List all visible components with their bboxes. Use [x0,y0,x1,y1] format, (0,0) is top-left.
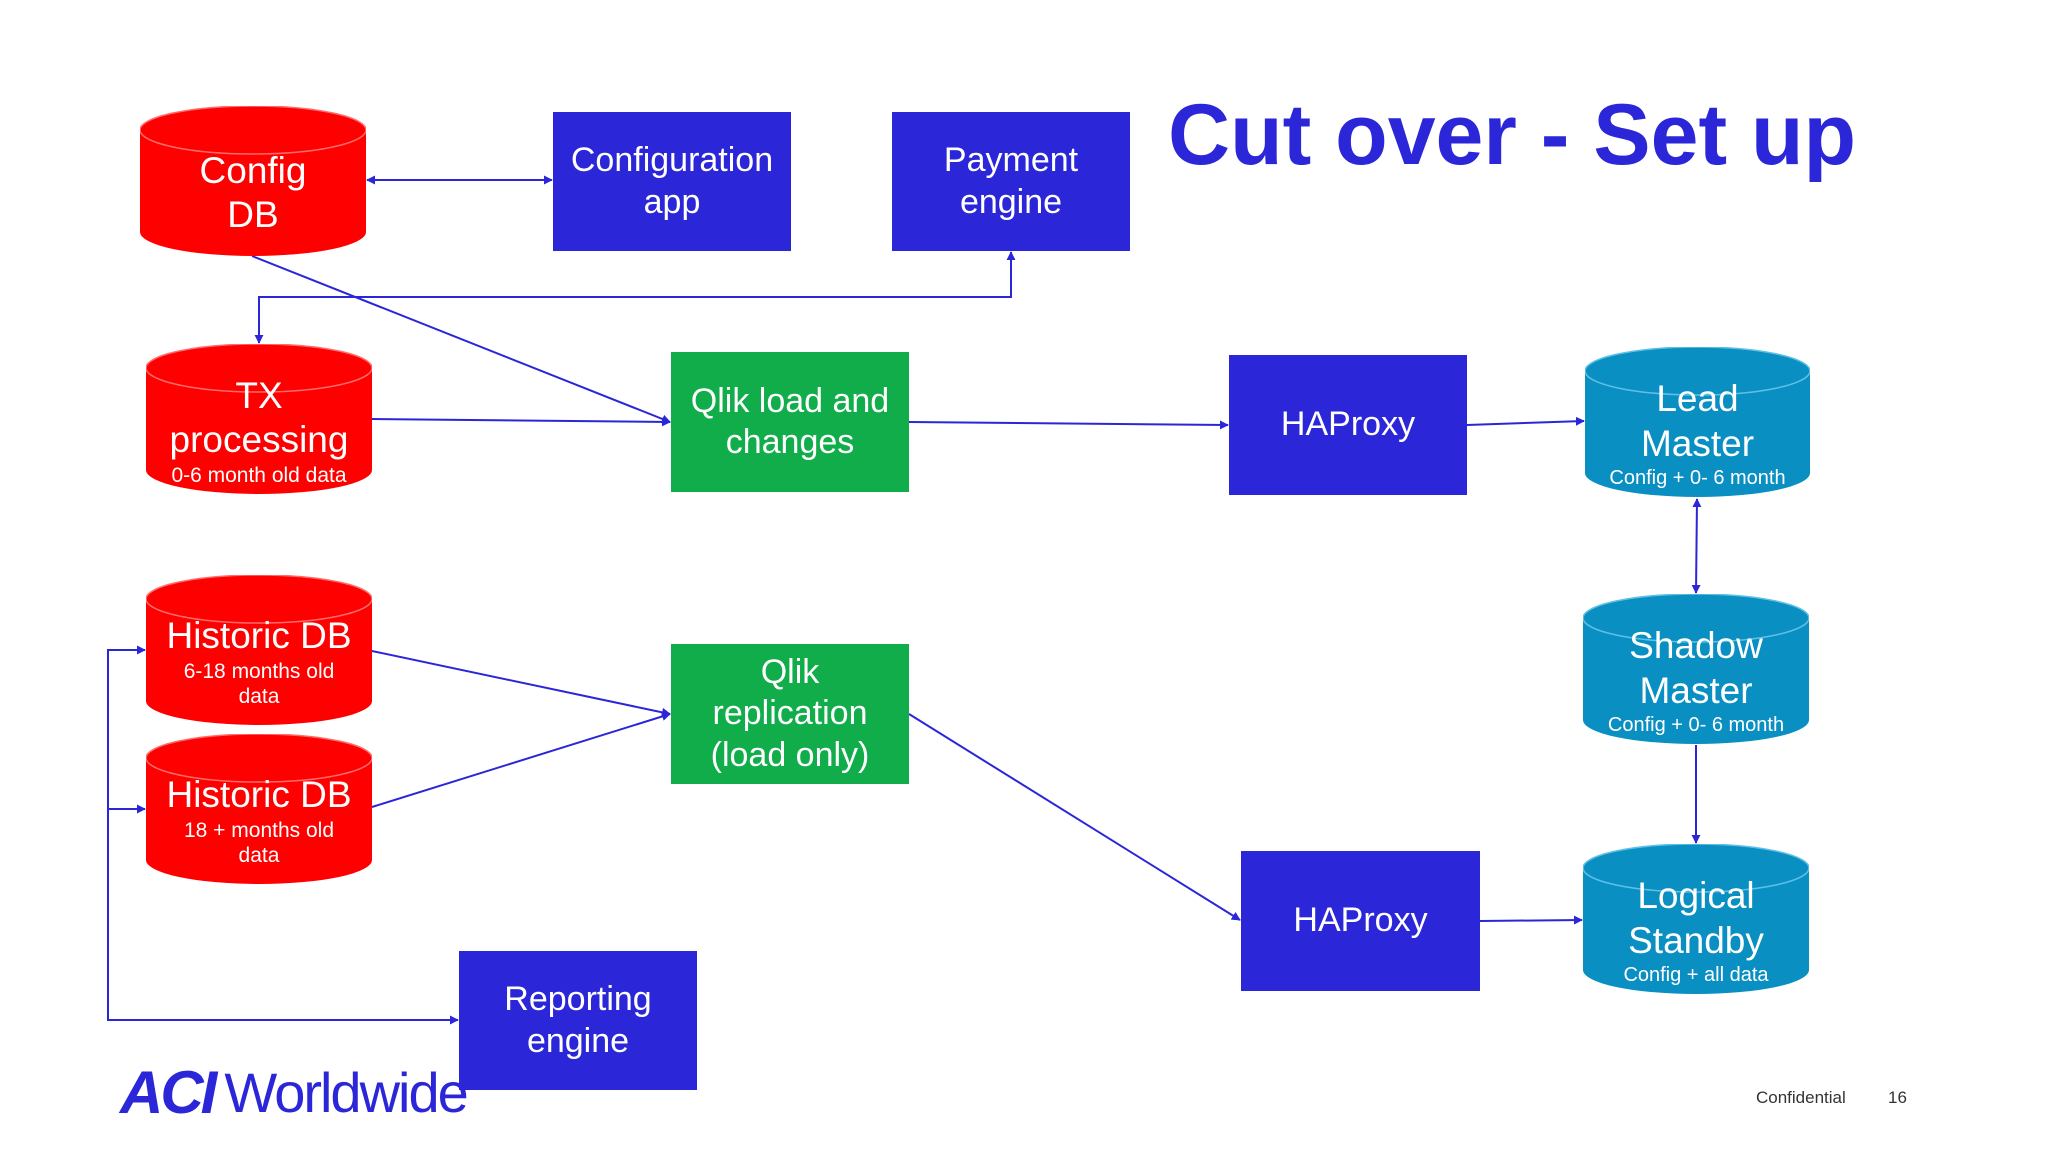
connector-historic-db-18-plus-qlik-replication [371,712,671,808]
logical-standby-subtitle: Config + all data [1623,964,1769,987]
page-number: 16 [1888,1088,1907,1107]
historic-db-18-plus-title: Historic DB [166,774,352,816]
qlik-replication: Qlik replication (load only) [671,644,909,784]
haproxy-bottom: HAProxy [1241,851,1480,991]
tx-processing: TX processing 0-6 month old data [146,344,372,494]
connector-qlik-replication-haproxy-bottom [908,713,1241,921]
shadow-master: Shadow Master Config + 0- 6 month [1583,594,1809,744]
shadow-master-subtitle: Config + 0- 6 month [1607,714,1785,737]
logical-standby-title: Logical Standby [1628,875,1764,961]
payment-engine: Payment engine [892,112,1130,251]
config-db-title: Config DB [199,149,307,235]
tx-processing-subtitle: 0-6 month old data [171,463,347,487]
lead-master-title: Lead Master [1640,378,1755,464]
configuration-app: Configuration app [553,112,791,251]
historic-db-6-18-title: Historic DB [166,615,352,657]
database-icon [140,106,366,256]
lead-master-subtitle: Config + 0- 6 month [1609,467,1786,490]
connector-lead-master-shadow-master [1691,498,1702,594]
slide-title: Cut over - Set up [1168,87,1857,183]
historic-db-18-plus: Historic DB 18 + months old data [146,734,372,884]
connector-reporting-engine-historic-dbs [107,645,459,1025]
reporting-engine: Reporting engine [459,951,697,1090]
connector-tx-processing-qlik-load [371,417,671,427]
logo-mark: ACI [120,1059,217,1126]
lead-master: Lead Master Config + 0- 6 month [1585,347,1810,497]
connector-payment-engine-tx-processing [254,251,1016,344]
database-icon [146,344,372,494]
config-db: Config DB [140,106,366,256]
confidential-label: Confidential [1756,1088,1846,1107]
connector-haproxy-bottom-logical-standby [1479,915,1583,925]
database-icon [146,734,372,884]
qlik-load-and-changes: Qlik load and changes [671,352,909,492]
connector-qlik-load-haproxy-top [908,420,1229,430]
historic-db-6-18-subtitle: 6-18 months old data [183,659,335,709]
logo-word: Worldwide [224,1061,468,1124]
historic-db-18-plus-subtitle: 18 + months old data [183,818,334,868]
haproxy-top: HAProxy [1229,355,1467,495]
database-icon [146,575,372,725]
shadow-master-title: Shadow Master [1629,625,1763,711]
historic-db-6-18: Historic DB 6-18 months old data [146,575,372,725]
database-icon [1583,594,1809,744]
connector-historic-db-6-18-qlik-replication [371,650,671,717]
aci-worldwide-logo: ACI Worldwide [120,1058,469,1127]
database-icon [1583,844,1809,994]
database-icon [1585,347,1810,497]
logical-standby: Logical Standby Config + all data [1583,844,1809,994]
connector-haproxy-top-lead-master [1466,416,1585,426]
tx-processing-title: TX processing [169,374,349,461]
